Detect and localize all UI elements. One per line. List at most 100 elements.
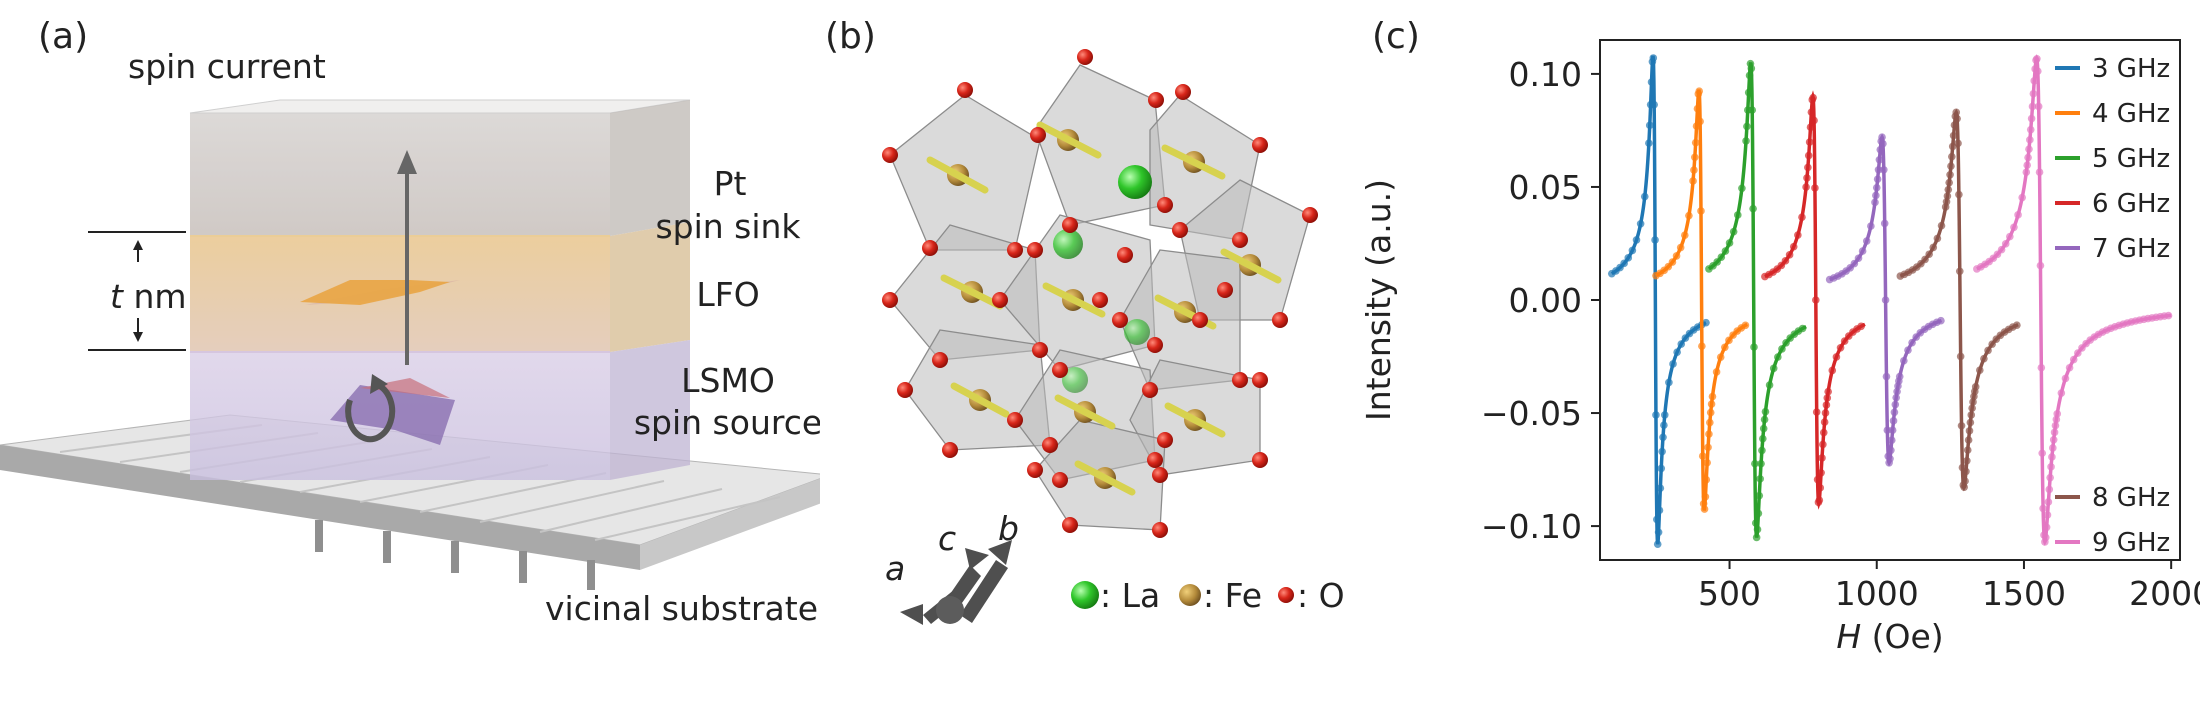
data-point	[2010, 223, 2018, 232]
legend-entry: 5 GHz	[2055, 144, 2170, 174]
data-point	[2030, 77, 2039, 85]
data-point	[1721, 247, 1730, 255]
data-point	[1886, 455, 1894, 463]
data-point	[1698, 452, 1707, 460]
data-point	[1892, 393, 1900, 402]
data-point	[1757, 459, 1765, 468]
series-line	[1899, 108, 2019, 492]
data-point	[1745, 71, 1754, 80]
crystal-axes: a c b	[885, 509, 1019, 625]
panel-c-fmr-chart: (c) 500100015002000−0.10−0.050.000.050.1…	[1350, 0, 2200, 700]
data-point	[2049, 444, 2057, 452]
data-point	[1971, 383, 1980, 391]
data-point	[1632, 236, 1641, 244]
y-tick-label: 0.10	[1509, 55, 1582, 94]
data-point	[1665, 378, 1673, 387]
legend-entry: 6 GHz	[2055, 189, 2170, 219]
data-point	[1755, 491, 1764, 500]
chart-series	[1607, 54, 2173, 548]
data-point	[1937, 221, 1946, 230]
data-point	[1819, 428, 1828, 437]
data-point	[1821, 409, 1830, 417]
data-point	[2036, 261, 2045, 270]
data-point	[1660, 421, 1668, 429]
data-point	[1836, 343, 1845, 352]
data-point	[1781, 257, 1790, 265]
data-point	[1778, 345, 1786, 353]
data-point	[2034, 67, 2042, 75]
data-point	[1881, 296, 1890, 304]
y-tick-label: 0.05	[1509, 168, 1582, 207]
legend-entry: 4 GHz	[2055, 99, 2170, 129]
data-point	[2026, 136, 2034, 144]
data-point	[1812, 408, 1821, 416]
legend-label: 4 GHz	[2092, 99, 2170, 129]
data-point	[1729, 227, 1738, 236]
data-point	[1804, 163, 1812, 172]
data-point	[1968, 404, 1976, 412]
legend-entry: 8 GHz	[2055, 483, 2170, 513]
lsmo-label: LSMO	[681, 361, 775, 400]
data-point	[1769, 364, 1778, 373]
data-point	[1693, 104, 1702, 113]
data-point	[1832, 353, 1841, 361]
data-point	[1744, 88, 1753, 97]
data-point	[1997, 245, 2006, 254]
data-point	[1954, 139, 1962, 148]
x-axis-label: H (Oe)	[1836, 617, 1943, 656]
data-point	[1656, 484, 1665, 492]
data-point	[1872, 183, 1881, 192]
data-point	[1649, 54, 1658, 62]
data-point	[1645, 139, 1653, 147]
data-point	[1952, 108, 1961, 117]
series-8-ghz	[1896, 108, 2021, 492]
data-point	[1652, 411, 1660, 419]
data-point	[1654, 528, 1663, 537]
data-point	[2057, 389, 2066, 397]
data-point	[2001, 240, 2010, 248]
data-point	[1628, 246, 1637, 255]
data-point	[2074, 349, 2082, 357]
data-point	[1806, 123, 1815, 132]
data-point	[2029, 89, 2038, 98]
data-point	[1789, 242, 1798, 251]
data-point	[1725, 239, 1734, 247]
data-point	[1876, 145, 1885, 154]
data-point	[1900, 356, 1908, 365]
x-tick-label: 500	[1698, 574, 1761, 613]
data-point	[1759, 424, 1768, 433]
data-point	[1752, 533, 1761, 542]
data-point	[1660, 411, 1669, 419]
data-point	[1708, 392, 1717, 401]
data-point	[1880, 165, 1888, 174]
data-point	[1650, 100, 1658, 109]
la-legend-icon	[1071, 581, 1099, 609]
data-point	[1659, 433, 1667, 442]
y-tick-label: −0.05	[1481, 394, 1582, 433]
data-point	[1904, 346, 1912, 354]
legend-label: 8 GHz	[2092, 483, 2170, 513]
data-point	[2038, 449, 2047, 458]
data-point	[1706, 408, 1715, 417]
data-point	[1751, 459, 1759, 468]
data-point	[1657, 464, 1666, 473]
data-point	[1828, 366, 1837, 375]
data-point	[1809, 93, 1817, 102]
data-point	[1785, 251, 1794, 259]
x-tick-label: 2000	[2129, 574, 2200, 613]
data-point	[1961, 477, 1969, 485]
data-point	[1818, 454, 1826, 462]
substrate-label: vicinal substrate	[545, 589, 818, 628]
legend-entry: 7 GHz	[2055, 234, 2170, 264]
data-point	[1976, 366, 1984, 374]
thickness-label: t nm	[110, 277, 187, 316]
legend-label: 5 GHz	[2092, 144, 2170, 174]
data-point	[1620, 259, 1628, 268]
data-point	[1738, 184, 1746, 193]
data-point	[2014, 211, 2022, 219]
data-point	[2043, 511, 2052, 519]
data-point	[1703, 458, 1711, 467]
data-point	[1803, 174, 1811, 182]
data-point	[1747, 64, 1756, 73]
data-point	[2033, 54, 2041, 63]
